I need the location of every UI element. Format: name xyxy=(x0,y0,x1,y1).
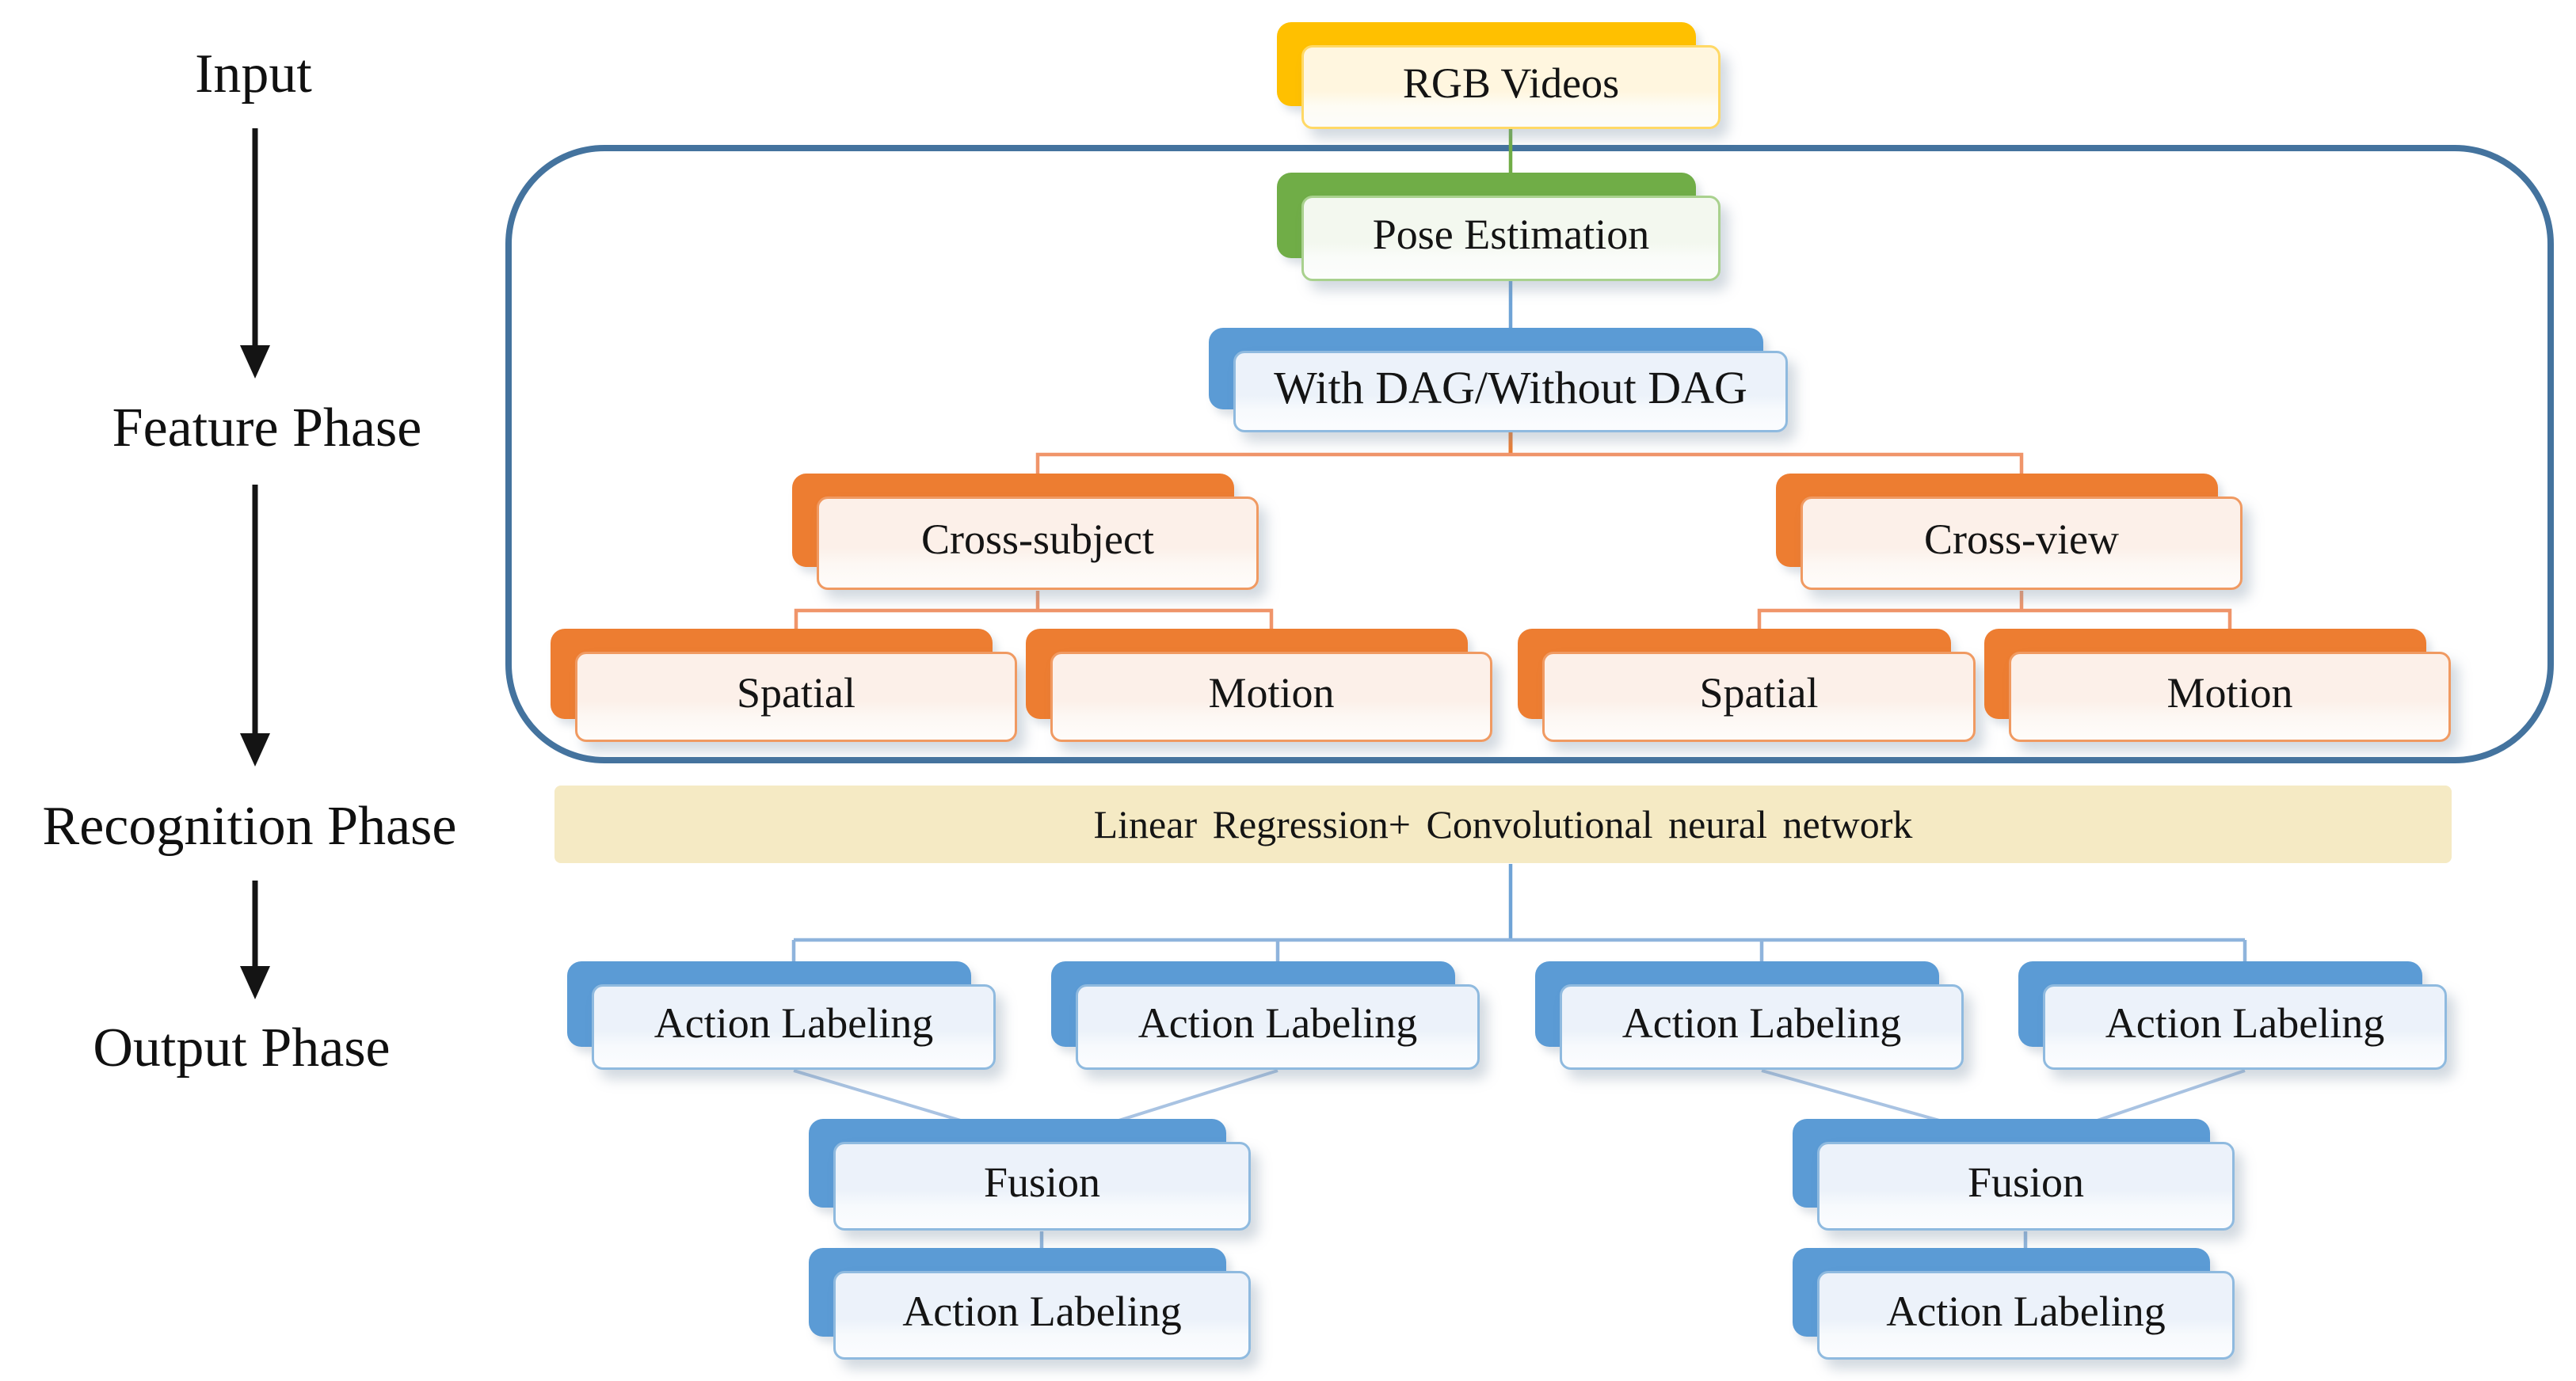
node-face: Fusion xyxy=(833,1142,1251,1231)
node-face: RGB Videos xyxy=(1301,45,1721,129)
node-face: Action Labeling xyxy=(1817,1271,2235,1360)
recognizer-band: Linear Regression+ Convolutional neural … xyxy=(554,786,2452,863)
node-label: Action Labeling xyxy=(902,1288,1182,1335)
node-face: Action Labeling xyxy=(1076,984,1480,1070)
node-label: Action Labeling xyxy=(2105,999,2385,1047)
phase-label-recognition: Recognition Phase xyxy=(42,796,457,857)
node-label: Action Labeling xyxy=(1621,999,1902,1047)
node-pose-estimation: Pose Estimation xyxy=(1277,173,1721,281)
node-face: Action Labeling xyxy=(1560,984,1964,1070)
node-face: Action Labeling xyxy=(833,1271,1251,1360)
node-action-labeling-final-right: Action Labeling xyxy=(1793,1248,2235,1360)
node-face: Motion xyxy=(2009,652,2451,742)
node-label: Action Labeling xyxy=(1886,1288,2166,1335)
phase-arrow-input-feature xyxy=(240,128,270,379)
phase-label-feature: Feature Phase xyxy=(112,398,422,458)
node-label: Fusion xyxy=(1967,1158,2085,1206)
node-label: Motion xyxy=(1208,669,1335,717)
node-face: Cross-view xyxy=(1801,496,2243,590)
node-motion-cross-view: Motion xyxy=(1984,629,2451,742)
node-label: Spatial xyxy=(737,669,855,717)
node-label: Cross-view xyxy=(1924,515,2119,563)
node-face: Action Labeling xyxy=(592,984,996,1070)
node-label: Action Labeling xyxy=(1137,999,1418,1047)
node-face: Spatial xyxy=(1542,652,1976,742)
node-label: Spatial xyxy=(1699,669,1819,717)
node-face: Cross-subject xyxy=(817,496,1259,590)
connector-cv-children xyxy=(1757,608,2232,630)
node-action-labeling-3: Action Labeling xyxy=(1535,961,1964,1070)
node-label: Fusion xyxy=(983,1158,1101,1206)
node-cross-view: Cross-view xyxy=(1776,474,2243,590)
node-face: Spatial xyxy=(575,652,1017,742)
feature-phase-container xyxy=(505,145,2554,763)
node-action-labeling-1: Action Labeling xyxy=(567,961,996,1070)
node-face: Pose Estimation xyxy=(1301,196,1721,281)
node-label: Pose Estimation xyxy=(1372,211,1650,258)
node-action-labeling-4: Action Labeling xyxy=(2018,961,2447,1070)
connector-cs-children xyxy=(794,608,1274,630)
node-label: RGB Videos xyxy=(1402,59,1620,107)
node-spatial-cross-view: Spatial xyxy=(1518,629,1976,742)
node-fusion-right: Fusion xyxy=(1793,1119,2235,1231)
node-cross-subject: Cross-subject xyxy=(792,474,1259,590)
node-action-labeling-2: Action Labeling xyxy=(1051,961,1480,1070)
phase-label-input: Input xyxy=(195,44,312,105)
node-face: With DAG/Without DAG xyxy=(1233,351,1788,432)
node-spatial-cross-subject: Spatial xyxy=(551,629,1017,742)
node-face: Action Labeling xyxy=(2043,984,2447,1070)
node-rgb-videos: RGB Videos xyxy=(1277,22,1721,129)
node-motion-cross-subject: Motion xyxy=(1026,629,1492,742)
node-fusion-left: Fusion xyxy=(809,1119,1251,1231)
phase-arrow-feature-recognition xyxy=(240,485,270,767)
connector-branch-cross xyxy=(1035,452,2024,475)
node-action-labeling-final-left: Action Labeling xyxy=(809,1248,1251,1360)
phase-label-output: Output Phase xyxy=(93,1018,391,1079)
node-face: Fusion xyxy=(1817,1142,2235,1231)
node-label: With DAG/Without DAG xyxy=(1274,362,1747,413)
node-label: Cross-subject xyxy=(921,515,1154,563)
node-face: Motion xyxy=(1050,652,1492,742)
node-label: Motion xyxy=(2166,669,2293,717)
node-dag: With DAG/Without DAG xyxy=(1209,328,1788,432)
recognizer-band-label: Linear Regression+ Convolutional neural … xyxy=(1093,802,1913,846)
phase-arrow-recognition-output xyxy=(240,881,270,999)
node-label: Action Labeling xyxy=(654,999,934,1047)
